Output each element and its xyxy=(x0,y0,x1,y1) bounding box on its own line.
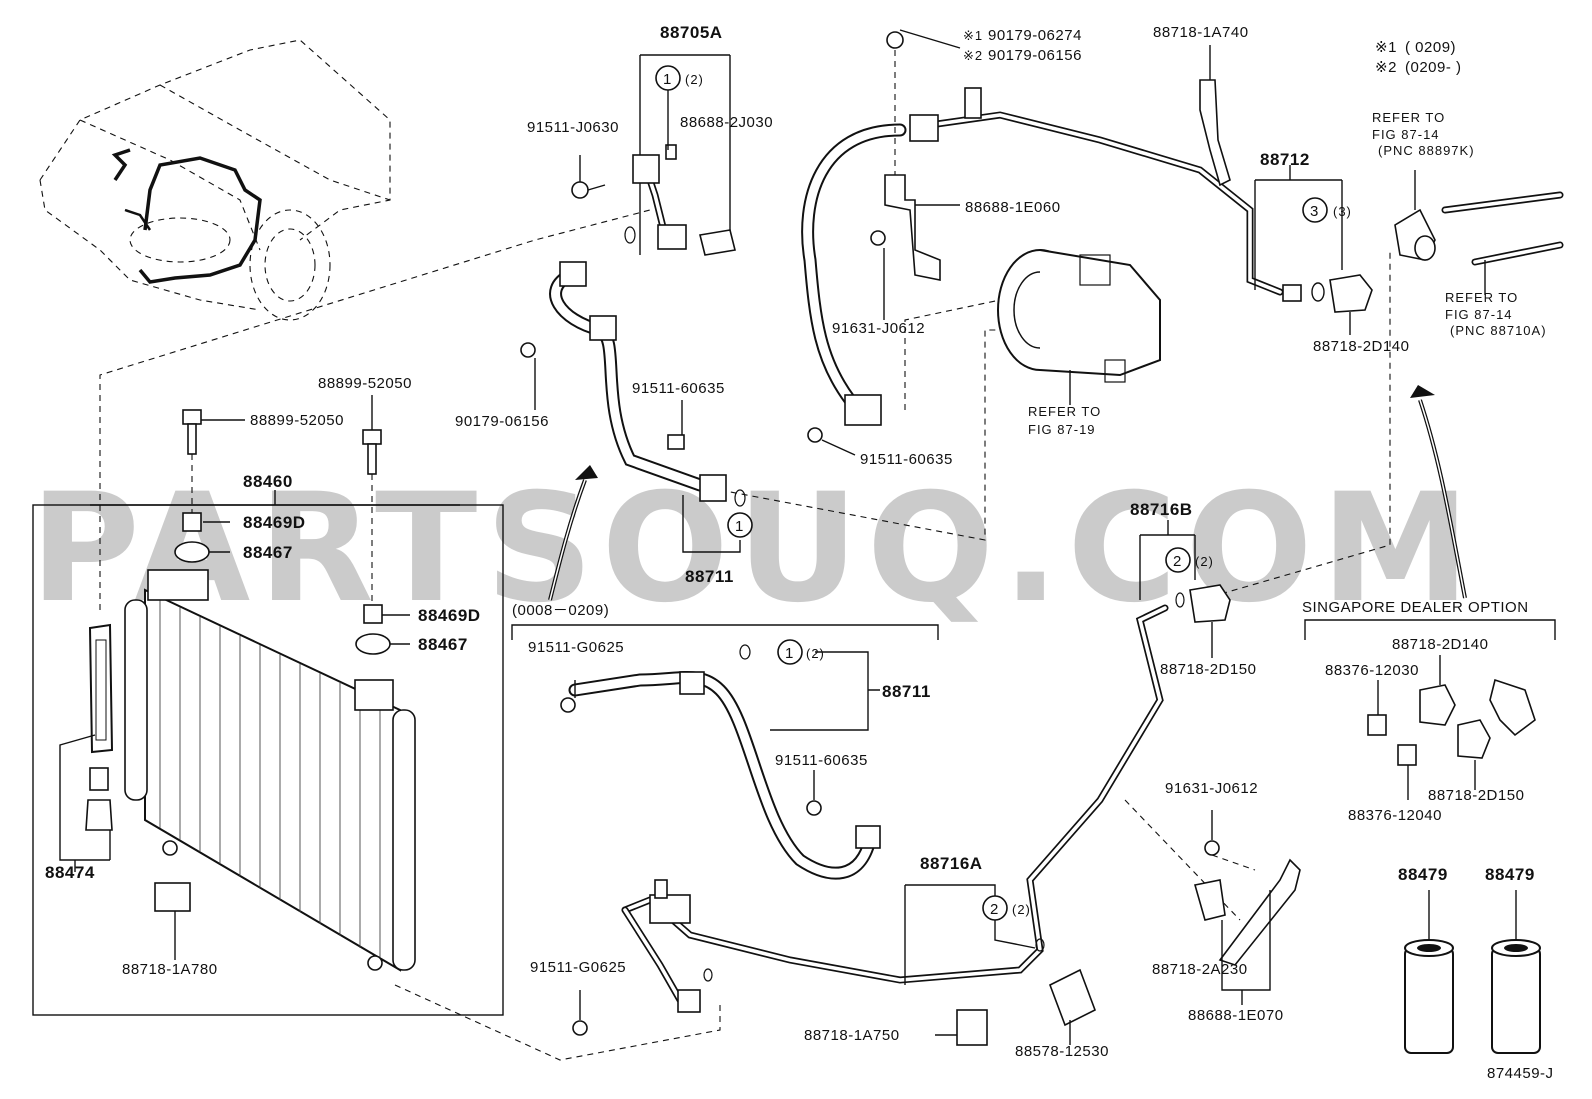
label-91511-60635-b: 91511-60635 xyxy=(860,451,953,468)
refer-c-line1: REFER TO xyxy=(1028,404,1101,419)
callout-1b-num: 1 xyxy=(735,518,744,535)
receiver-tank xyxy=(124,599,148,801)
refer-a-line3: (PNC 88897K) xyxy=(1378,143,1475,158)
callout-2b-num: 2 xyxy=(990,901,999,918)
liquid-line-lower xyxy=(572,520,1301,1046)
label-88460: 88460 xyxy=(243,472,293,491)
clip-88718-2a230 xyxy=(1193,879,1226,921)
legend-note2-mark: ※2 xyxy=(1375,59,1397,76)
nut-88718-2d150 xyxy=(1189,584,1231,623)
label-88688-1e070: 88688-1E070 xyxy=(1188,1007,1284,1024)
callout-3-qty: (3) xyxy=(1333,204,1352,219)
label-88578-12530: 88578-12530 xyxy=(1015,1043,1109,1060)
callout-1-num: 1 xyxy=(663,71,672,88)
label-91511-g0625-b: 91511-G0625 xyxy=(530,959,626,976)
label-88469d-b: 88469D xyxy=(418,606,481,625)
refer-c-line2: FIG 87-19 xyxy=(1028,422,1096,437)
vehicle-location-illustration xyxy=(39,39,391,321)
watermark-text: PARTSOUQ.COM xyxy=(30,462,1478,636)
refer-b-line3: (PNC 88710A) xyxy=(1450,323,1547,338)
label-90179-06156-b: 90179-06156 xyxy=(988,47,1082,64)
label-88718-2d140-a: 88718-2D140 xyxy=(1313,338,1409,355)
refer-a-line1: REFER TO xyxy=(1372,110,1445,125)
suction-hose-upper xyxy=(801,29,1284,456)
condenser-bracket-right xyxy=(354,679,394,711)
label-88899-52050-a: 88899-52050 xyxy=(318,375,412,392)
label-88474: 88474 xyxy=(45,863,95,882)
callout-2a-num: 2 xyxy=(1173,553,1182,570)
label-88718-2d150-b: 88718-2D150 xyxy=(1428,787,1524,804)
date-range-group xyxy=(511,624,939,880)
label-88718-1a750: 88718-1A750 xyxy=(804,1027,900,1044)
nut-88718-2d140 xyxy=(1329,274,1373,313)
label-88705a: 88705A xyxy=(660,23,723,42)
hose-88705a xyxy=(571,54,736,256)
fitting-88712 xyxy=(1254,165,1373,335)
dealer-option-note: SINGAPORE DEALER OPTION xyxy=(1302,599,1529,616)
refer-fittings-top-right xyxy=(1394,170,1564,599)
dealer-option-group xyxy=(1304,619,1556,1054)
refer-b-line1: REFER TO xyxy=(1445,290,1518,305)
label-88716b: 88716B xyxy=(1130,500,1193,519)
label-88711-a: 88711 xyxy=(685,567,734,586)
label-91511-j0630: 91511-J0630 xyxy=(527,119,619,136)
callouts: 1 (2) 1 1 (2) 2 (2) 2 (2) 3 (3) xyxy=(655,65,1352,921)
label-88712: 88712 xyxy=(1260,150,1310,169)
label-88899-52050-b: 88899-52050 xyxy=(250,412,344,429)
label-91511-60635-c: 91511-60635 xyxy=(775,752,868,769)
callout-2a-qty: (2) xyxy=(1195,554,1214,569)
label-88718-1a740: 88718-1A740 xyxy=(1153,24,1249,41)
label-88718-1a780: 88718-1A780 xyxy=(122,961,218,978)
callout-1c-qty: (2) xyxy=(806,646,825,661)
tape-88578-12530 xyxy=(1048,968,1097,1027)
note-1-mark: ※1 xyxy=(963,28,983,43)
label-88718-2d140-b: 88718-2D140 xyxy=(1392,636,1488,653)
callout-1-qty: (2) xyxy=(685,72,704,87)
callout-1c-num: 1 xyxy=(785,645,794,662)
part-labels: 88705A 91511-J0630 88688-2J030 90179-061… xyxy=(45,23,1535,1060)
legend: ※1 ( 0209) ※2 (0209- ) xyxy=(1375,39,1462,76)
condenser-side-tank xyxy=(392,709,416,971)
label-91631-j0612-a: 91631-J0612 xyxy=(832,320,925,337)
legend-note1-mark: ※1 xyxy=(1375,39,1397,56)
label-88467-b: 88467 xyxy=(418,635,468,654)
label-91511-g0625-a: 91511-G0625 xyxy=(528,639,624,656)
callout-3-num: 3 xyxy=(1310,203,1319,220)
bracket-88688-1e060 xyxy=(884,174,941,281)
label-88479-b: 88479 xyxy=(1485,865,1535,884)
label-88716a: 88716A xyxy=(920,854,983,873)
compressor xyxy=(997,249,1161,383)
date-range-note: (0008－0209) xyxy=(512,602,609,619)
callout-2b-qty: (2) xyxy=(1012,902,1031,917)
refer-a-line2: FIG 87-14 xyxy=(1372,127,1440,142)
note-2-mark: ※2 xyxy=(963,48,983,63)
label-88469d-a: 88469D xyxy=(243,513,306,532)
label-88376-12040: 88376-12040 xyxy=(1348,807,1442,824)
label-91511-60635-a: 91511-60635 xyxy=(632,380,725,397)
label-88479-a: 88479 xyxy=(1398,865,1448,884)
label-88467-a: 88467 xyxy=(243,543,293,562)
reference-notes: REFER TO FIG 87-14 (PNC 88897K) REFER TO… xyxy=(512,110,1554,1082)
label-88718-2a230: 88718-2A230 xyxy=(1152,961,1248,978)
bracket-88688-1e070 xyxy=(1218,858,1301,966)
hose-88711-upper xyxy=(520,261,746,553)
label-90179-06274: 90179-06274 xyxy=(988,27,1082,44)
condenser-bracket-top xyxy=(147,569,209,601)
label-88376-12030: 88376-12030 xyxy=(1325,662,1419,679)
label-90179-06156-a: 90179-06156 xyxy=(455,413,549,430)
refer-b-line2: FIG 87-14 xyxy=(1445,307,1513,322)
figure-ref: 874459-J xyxy=(1487,1065,1554,1082)
label-88711-b: 88711 xyxy=(882,682,931,701)
refrigerant-cans xyxy=(1404,890,1541,1054)
legend-note2-range: (0209- ) xyxy=(1405,59,1462,76)
label-88688-2j030: 88688-2J030 xyxy=(680,114,773,131)
label-88718-2d150-a: 88718-2D150 xyxy=(1160,661,1256,678)
clip-88718-1a750 xyxy=(956,1009,988,1046)
condenser-assembly-group xyxy=(32,395,504,1016)
label-91631-j0612-b: 91631-J0612 xyxy=(1165,780,1258,797)
label-88688-1e060: 88688-1E060 xyxy=(965,199,1061,216)
legend-note1-range: ( 0209) xyxy=(1405,39,1456,56)
